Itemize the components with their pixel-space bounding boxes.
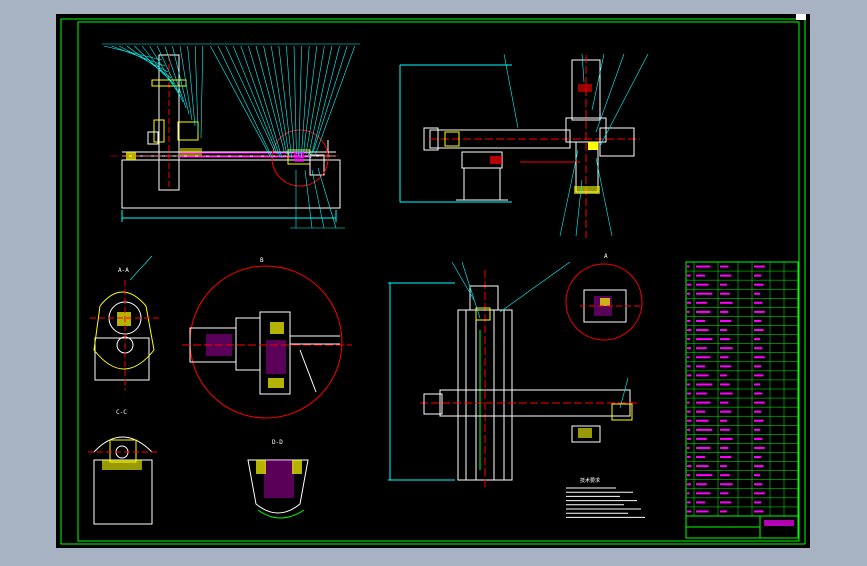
leader-line: [194, 45, 199, 133]
leader-line: [156, 45, 184, 103]
leader-line: [232, 45, 278, 155]
leader-line: [312, 45, 348, 153]
leader-line: [255, 45, 285, 153]
section-dd-view: D-D: [247, 439, 309, 519]
leader-line: [149, 45, 181, 97]
title-block: [685, 515, 799, 539]
leader-line: [298, 45, 302, 157]
leader-line: [210, 45, 271, 157]
leader-line: [103, 45, 163, 61]
inner-border: [77, 21, 800, 542]
leader-line: [126, 45, 172, 79]
leader-line: [164, 45, 187, 109]
section-dd-label: D-D: [272, 439, 283, 446]
leader-line: [278, 45, 292, 159]
leader-line: [293, 45, 297, 155]
leader-line: [263, 45, 288, 155]
technical-notes: 技术要求: [566, 477, 645, 518]
notes-title: 技术要求: [580, 477, 600, 484]
leader-line: [172, 45, 190, 115]
leader-line: [248, 45, 283, 159]
leader-line: [315, 45, 356, 155]
section-aa-view: A-A: [90, 255, 160, 390]
outer-border: [60, 18, 806, 545]
leader-line: [217, 45, 273, 159]
detail-b-view: B: [182, 257, 352, 419]
leader-line: [308, 45, 333, 157]
leader-line: [179, 45, 193, 121]
leader-line: [286, 45, 295, 153]
leader-line: [225, 45, 276, 153]
leader-line: [240, 45, 280, 157]
section-cc-label: C-C: [116, 409, 127, 416]
front-view: [102, 43, 360, 229]
leader-line: [300, 45, 310, 159]
leader-line: [119, 45, 169, 73]
leader-line: [200, 45, 204, 139]
section-aa-label: A-A: [118, 267, 129, 274]
leader-line: [303, 45, 318, 153]
leader-line: [141, 45, 178, 91]
detail-b-label: B: [260, 257, 264, 264]
detail-a-label: A: [604, 253, 608, 260]
leader-line: [270, 45, 290, 157]
section-cc-view: C-C: [88, 409, 158, 525]
drawing-sheet: [56, 14, 810, 548]
top-view: A: [388, 253, 643, 488]
top-right-marker: [796, 14, 806, 20]
leader-line: [305, 45, 325, 155]
side-view: [399, 53, 649, 238]
leader-line: [310, 45, 340, 159]
leader-line: [187, 45, 196, 127]
